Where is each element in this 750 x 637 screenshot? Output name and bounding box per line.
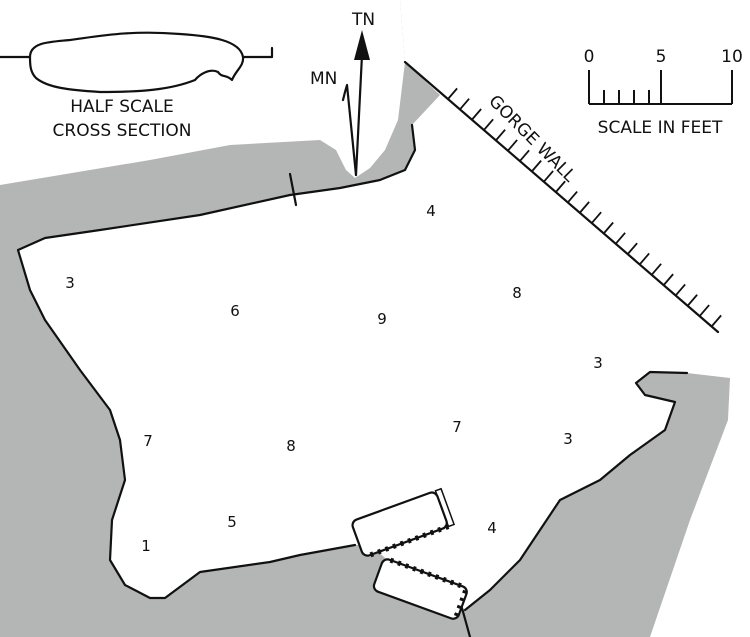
depth-reading: 7 — [452, 418, 462, 436]
survey-line — [460, 606, 472, 637]
depth-reading: 3 — [563, 430, 573, 448]
depth-readings: 4 3 6 9 8 3 7 8 7 3 5 1 4 — [65, 202, 603, 555]
rock-boulder-upper — [351, 487, 456, 558]
scale-tick-0: 0 — [584, 47, 595, 67]
true-north-arrowhead-icon — [354, 30, 370, 60]
scale-bar — [588, 70, 733, 105]
scale-tick-10: 10 — [721, 47, 743, 67]
north-arrow — [341, 30, 370, 177]
cross-section-profile — [0, 31, 274, 94]
depth-reading: 3 — [65, 274, 75, 292]
depth-reading: 8 — [512, 284, 522, 302]
open-area-top-left — [0, 0, 405, 185]
scale-tick-5: 5 — [656, 47, 667, 67]
magnetic-north-label: MN — [310, 69, 337, 89]
cave-wall-outline-south — [16, 123, 417, 600]
rock-boulder-lower — [372, 557, 468, 620]
scale-title: SCALE IN FEET — [598, 118, 723, 138]
depth-reading: 8 — [286, 437, 296, 455]
depth-reading: 4 — [426, 202, 436, 220]
depth-reading: 3 — [593, 354, 603, 372]
depth-reading: 6 — [230, 302, 240, 320]
cave-wall-outline — [463, 370, 689, 612]
survey-station-mark — [288, 172, 298, 207]
magnetic-north-line — [341, 83, 358, 177]
cross-section-label-1: HALF SCALE — [70, 97, 174, 117]
cave-floor — [18, 0, 750, 637]
depth-reading: 7 — [143, 432, 153, 450]
cross-section-label-2: CROSS SECTION — [53, 121, 192, 141]
depth-reading: 4 — [487, 519, 497, 537]
depth-reading: 1 — [141, 537, 151, 555]
gorge-wall — [403, 60, 722, 334]
true-north-label: TN — [351, 10, 375, 30]
depth-reading: 9 — [377, 310, 387, 328]
depth-reading: 5 — [227, 513, 237, 531]
